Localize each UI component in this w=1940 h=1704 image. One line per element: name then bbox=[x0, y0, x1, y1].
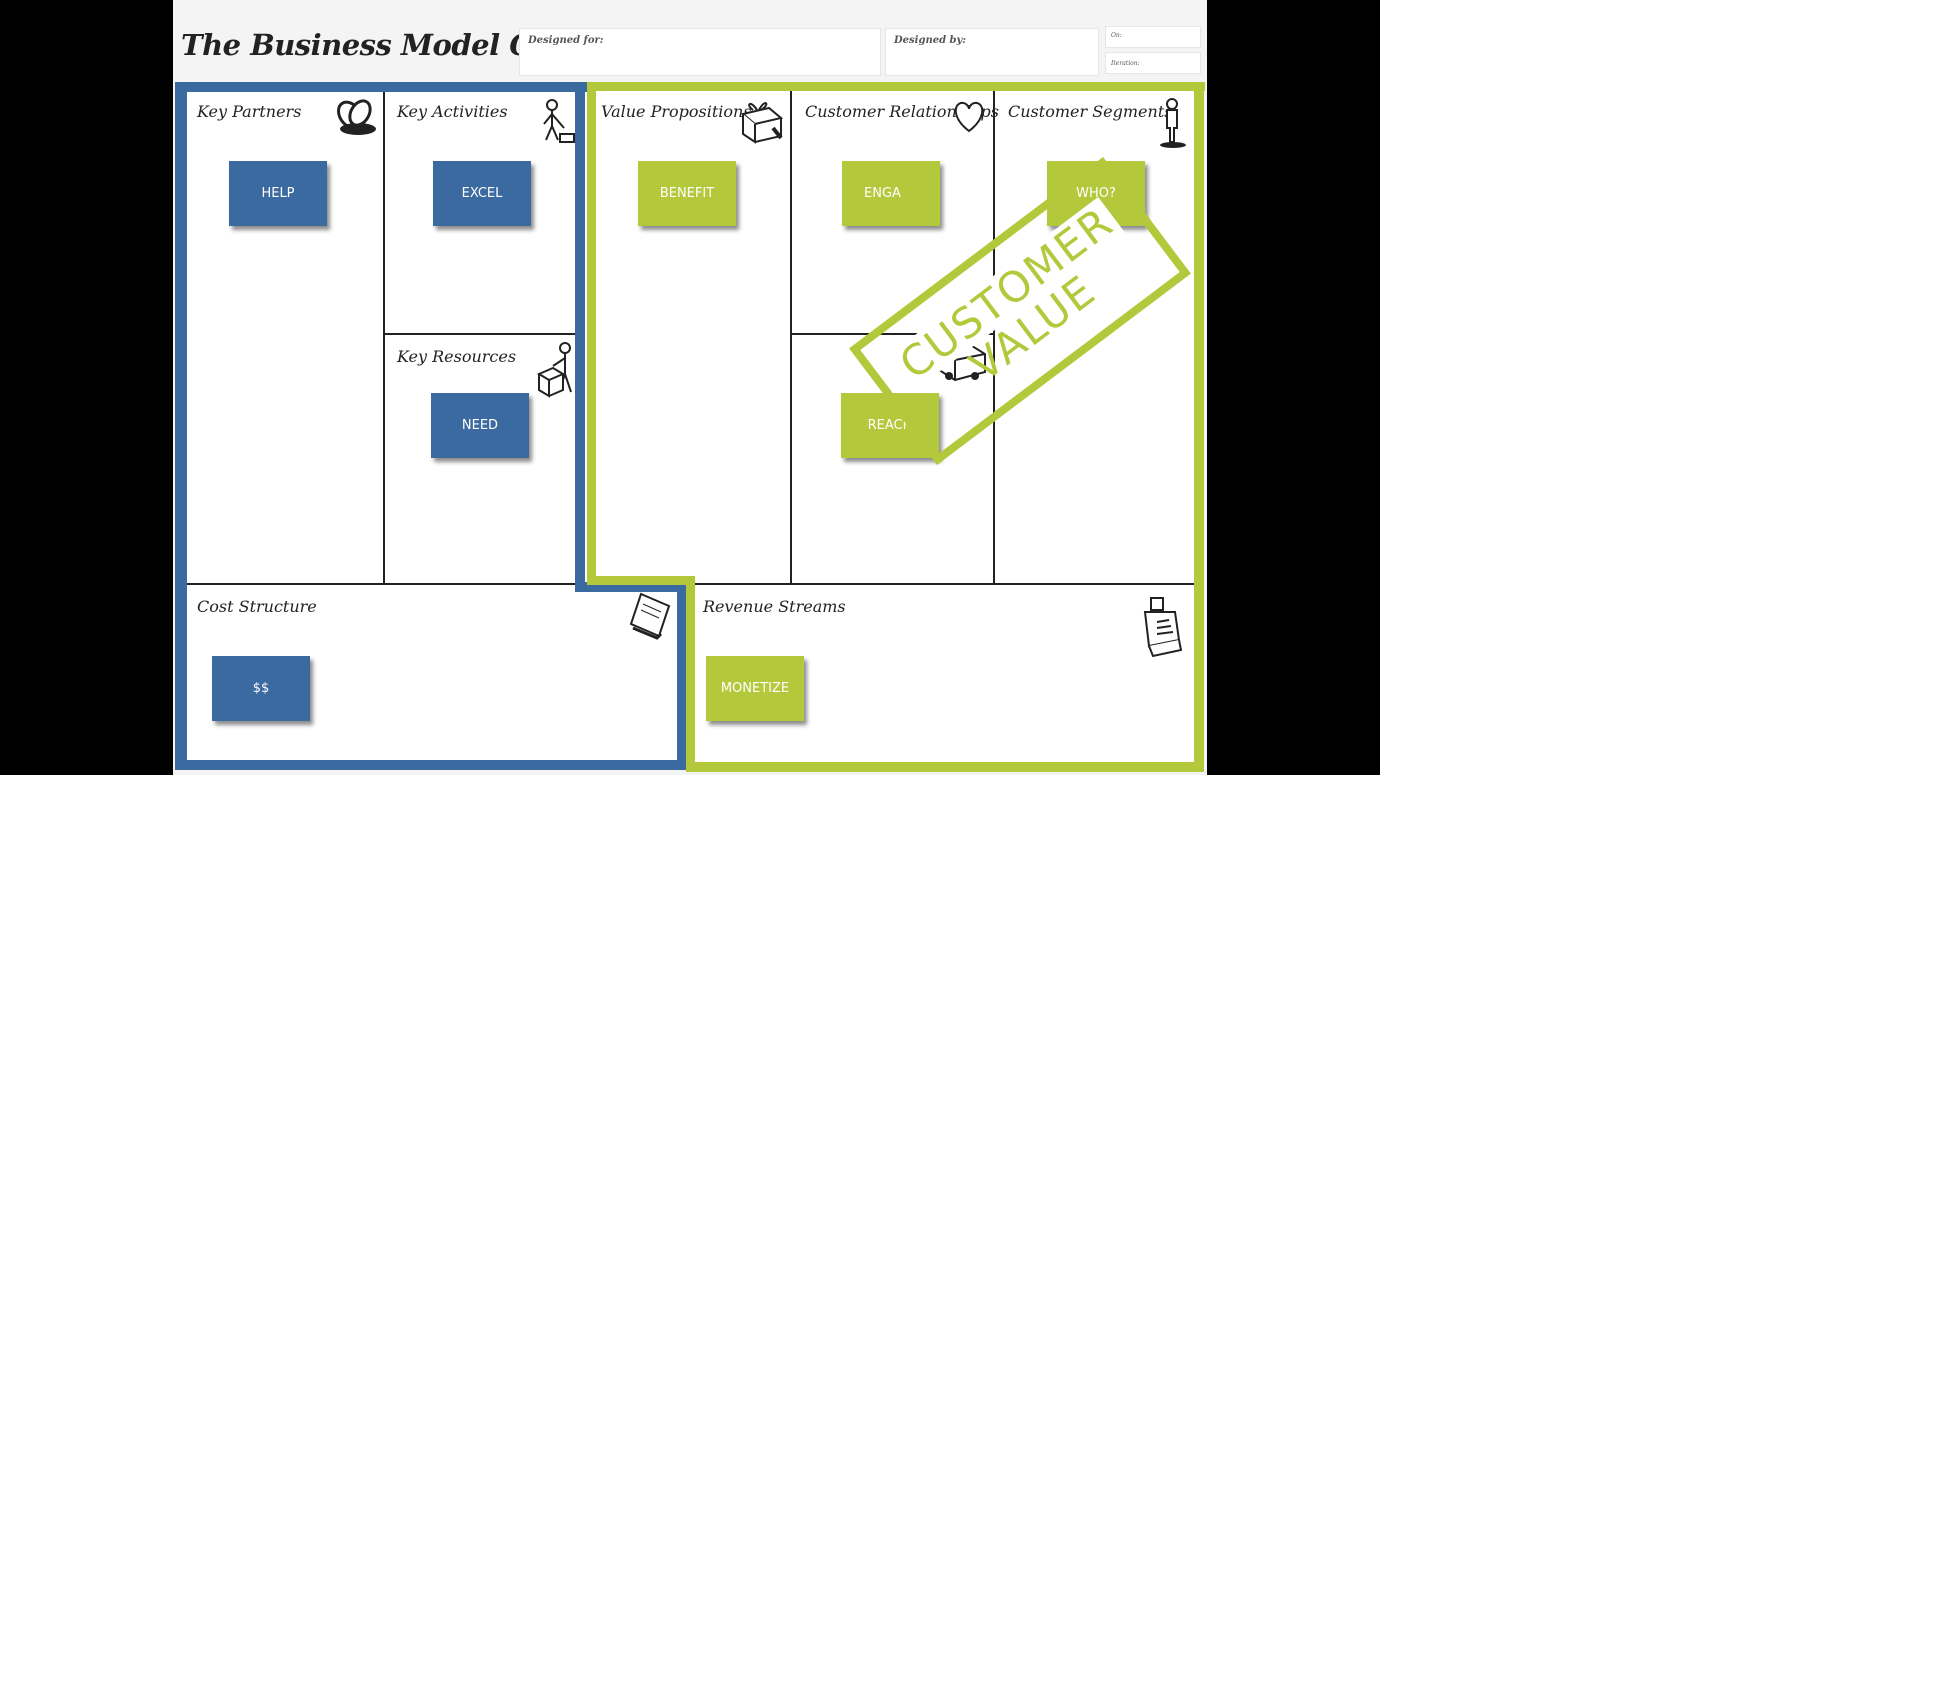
green-frame-top bbox=[587, 82, 1205, 91]
customer-segments-title: Customer Segments bbox=[1008, 102, 1173, 121]
key-activities-note[interactable]: EXCEL bbox=[433, 161, 531, 226]
green-frame-bottom bbox=[686, 762, 1204, 772]
key-resources-title: Key Resources bbox=[397, 347, 517, 366]
version-label: Iteration: bbox=[1111, 60, 1140, 67]
grid-line bbox=[790, 91, 792, 584]
value-propositions-title: Value Propositions bbox=[601, 102, 752, 121]
blue-frame-step bbox=[575, 582, 687, 592]
blue-frame-divider bbox=[575, 82, 585, 592]
blue-frame-bottom bbox=[175, 760, 687, 770]
cost-structure-title: Cost Structure bbox=[197, 597, 317, 616]
worker-icon bbox=[543, 99, 575, 143]
price-tag-icon bbox=[629, 592, 671, 640]
business-model-canvas: The Business Model Canvas Designed for: … bbox=[173, 0, 1207, 775]
grid-line bbox=[695, 583, 1194, 585]
customer-relationships-note[interactable]: ENGA bbox=[842, 161, 940, 226]
cost-structure-note[interactable]: $$ bbox=[212, 656, 310, 721]
grid-line bbox=[993, 91, 995, 584]
grid-line bbox=[790, 333, 993, 335]
designed-for-field[interactable]: Designed for: bbox=[519, 28, 881, 76]
chain-link-icon bbox=[337, 99, 376, 135]
green-frame-right bbox=[1194, 82, 1204, 772]
date-label: On: bbox=[1111, 32, 1122, 39]
key-resources-note[interactable]: NEED bbox=[431, 393, 529, 458]
revenue-streams-note[interactable]: MONETIZE bbox=[706, 656, 804, 721]
key-partners-title: Key Partners bbox=[197, 102, 302, 121]
revenue-streams-title: Revenue Streams bbox=[703, 597, 846, 616]
key-activities-title: Key Activities bbox=[397, 102, 508, 121]
blue-frame-top bbox=[175, 82, 587, 92]
grid-line bbox=[383, 92, 385, 584]
grid-line bbox=[187, 583, 575, 585]
customer-relationships-title: Customer Relationships bbox=[805, 102, 999, 121]
green-frame-step-down bbox=[686, 576, 695, 772]
worker-with-box-icon bbox=[536, 342, 572, 398]
blue-frame-step-down bbox=[677, 582, 687, 770]
value-propositions-note[interactable]: BENEFIT bbox=[638, 161, 736, 226]
key-partners-note[interactable]: HELP bbox=[229, 161, 327, 226]
designed-by-field[interactable]: Designed by: bbox=[885, 28, 1099, 76]
canvas-board: Key Partners Key Activities Key Resource… bbox=[173, 0, 1207, 775]
green-frame-step bbox=[587, 576, 695, 585]
screenshot-background: The Business Model Canvas Designed for: … bbox=[0, 0, 1380, 775]
gift-icon bbox=[740, 102, 784, 144]
heart-icon bbox=[954, 101, 984, 133]
designed-by-label: Designed by: bbox=[894, 35, 967, 46]
designed-for-label: Designed for: bbox=[528, 35, 604, 46]
date-field[interactable]: On: bbox=[1105, 26, 1201, 48]
green-frame-left bbox=[587, 82, 596, 585]
cash-register-icon bbox=[1143, 597, 1183, 658]
grid-line bbox=[383, 333, 575, 335]
version-field[interactable]: Iteration: bbox=[1105, 52, 1201, 74]
blue-frame-left bbox=[175, 82, 187, 770]
person-icon bbox=[1160, 98, 1186, 148]
channels-note[interactable]: REACH bbox=[841, 393, 939, 458]
